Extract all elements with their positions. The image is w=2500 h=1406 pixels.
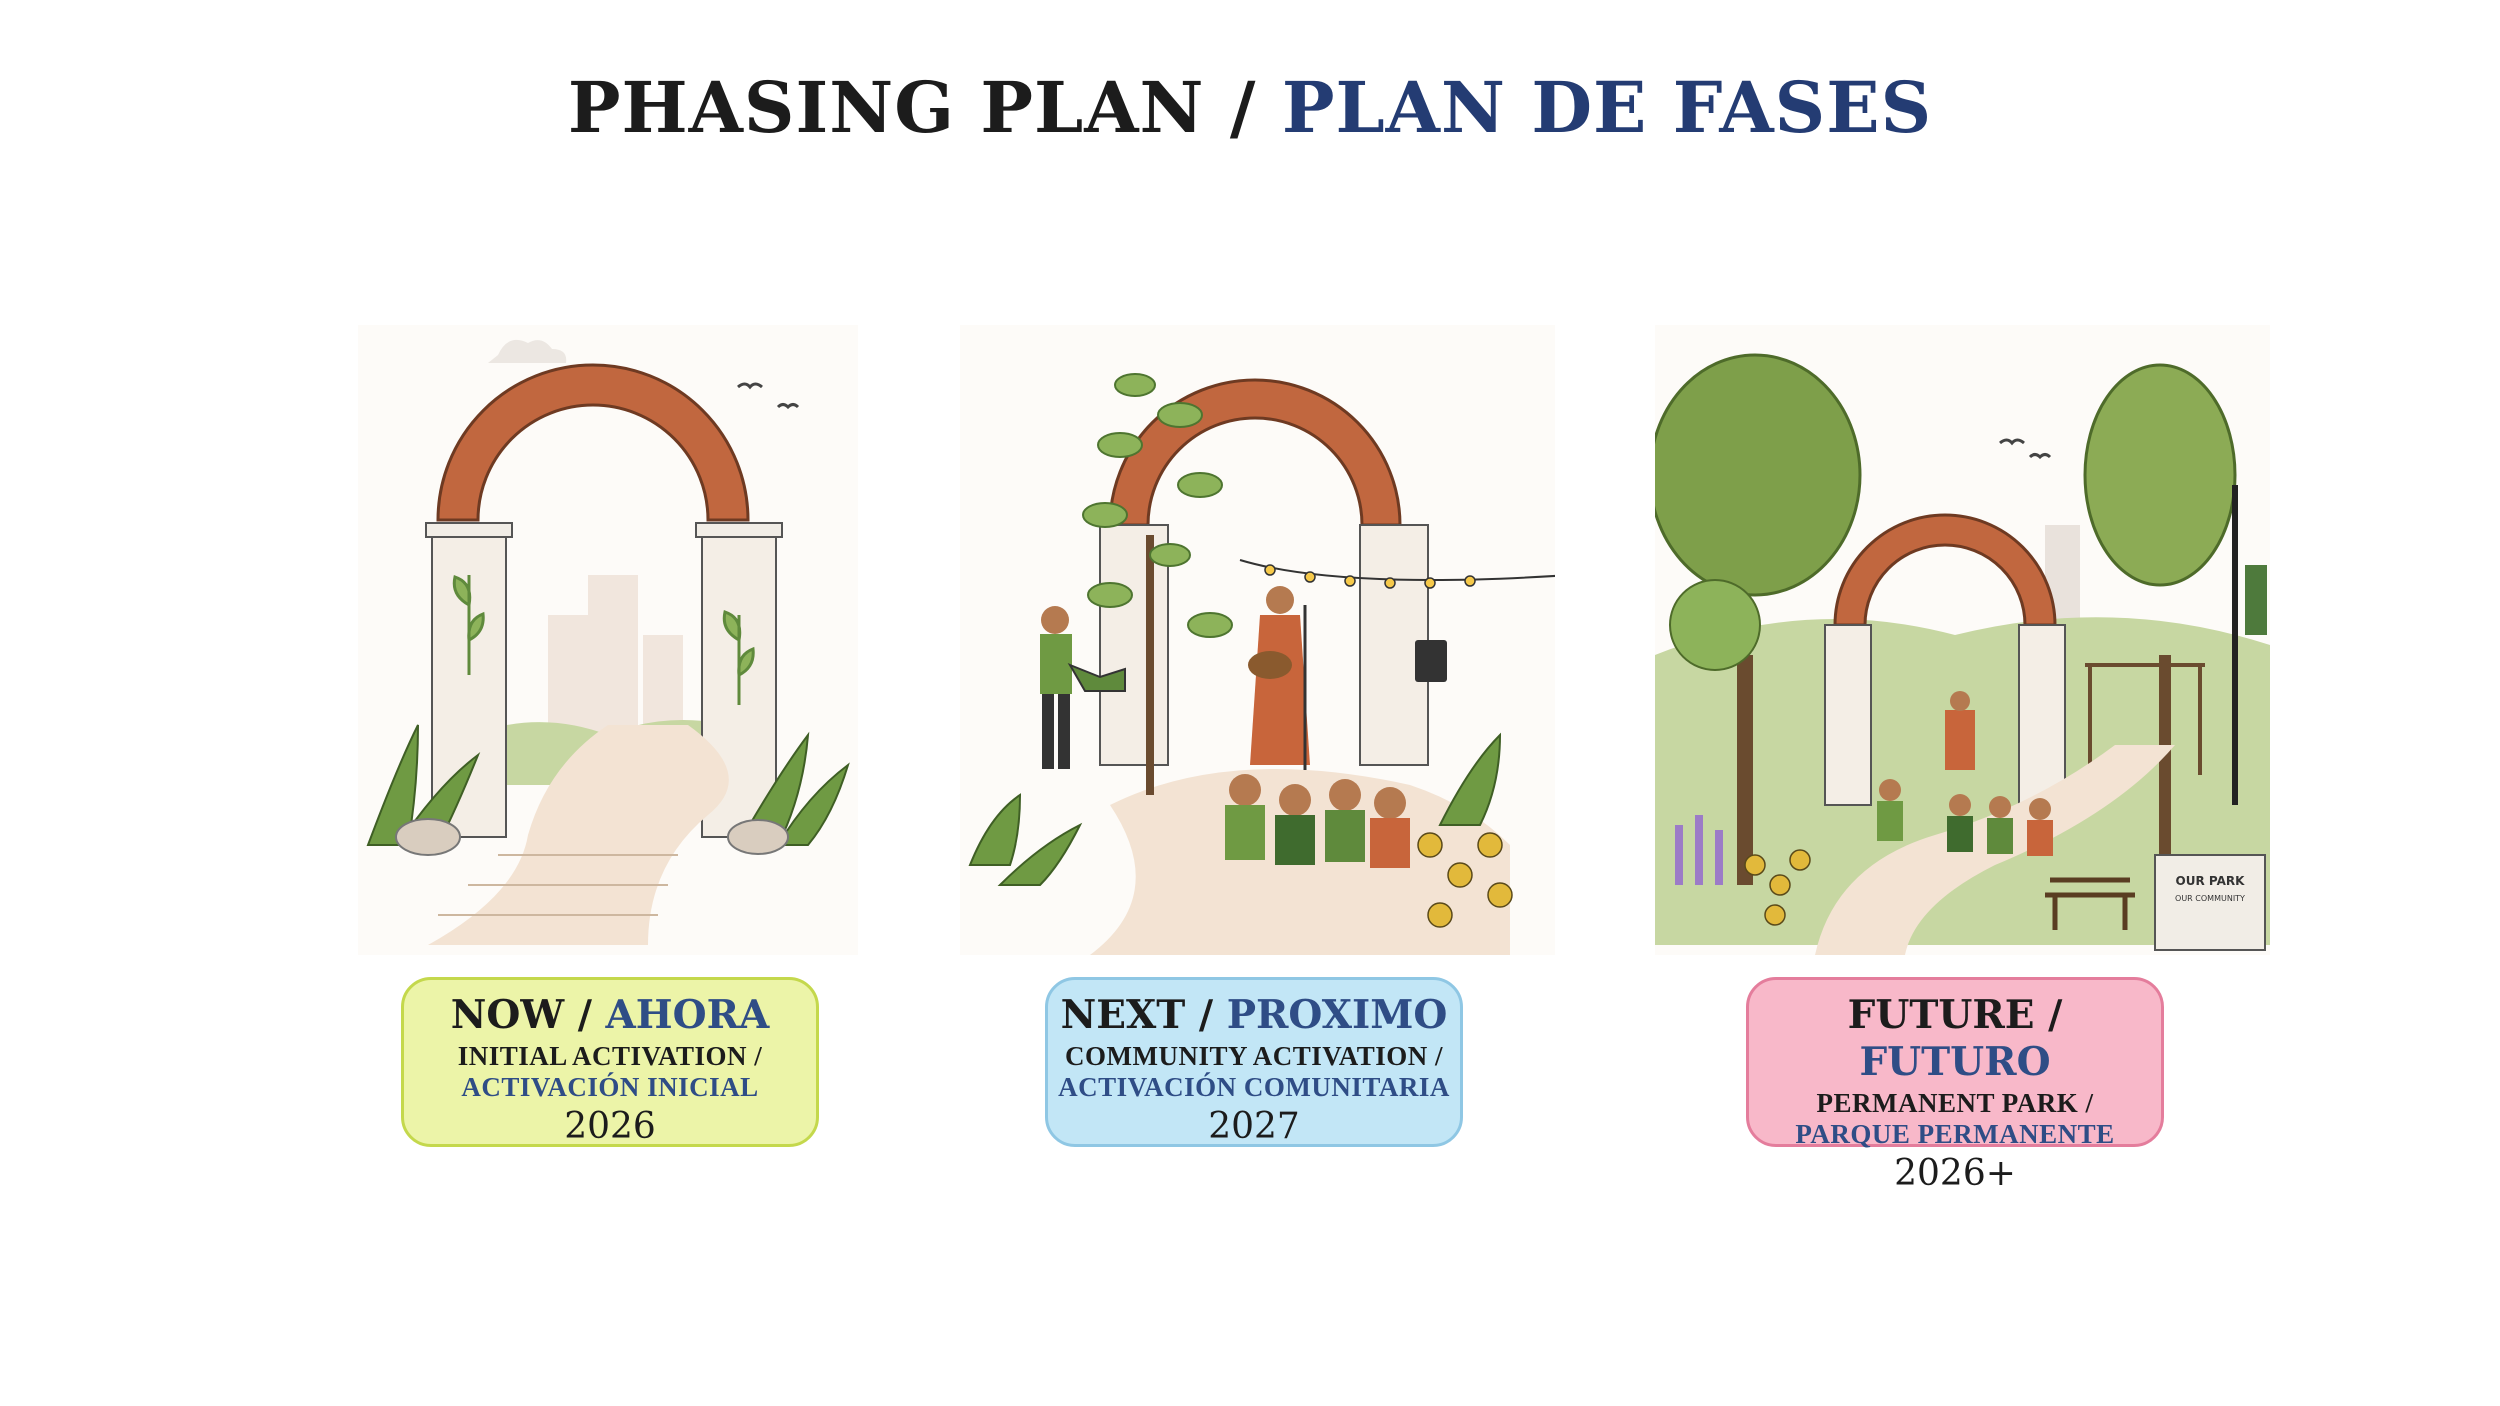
phase-card-now: NOW / AHORA INITIAL ACTIVATION / ACTIVAC… <box>401 977 819 1147</box>
phase-card-next: NEXT / PROXIMO COMMUNITY ACTIVATION / AC… <box>1045 977 1463 1147</box>
phase-desc-en: INITIAL ACTIVATION / <box>457 1040 763 1071</box>
phase-desc-es: PARQUE PERMANENTE <box>1795 1118 2115 1149</box>
phase-next-illustration <box>960 325 1555 955</box>
phase-year: 2026+ <box>1894 1152 2016 1194</box>
phase-label-en: NOW <box>450 992 565 1038</box>
phase-desc-es: ACTIVACIÓN COMUNITARIA <box>1058 1071 1450 1102</box>
park-sign: OUR PARK OUR COMMUNITY <box>2154 854 2266 951</box>
sign-line-1: OUR PARK <box>2176 874 2246 888</box>
phase-label-es: FUTURO <box>1859 1038 2051 1085</box>
title-separator: / <box>1204 66 1282 149</box>
sign-line-2: OUR COMMUNITY <box>2175 894 2245 903</box>
phase-future-illustration: OUR PARK OUR COMMUNITY <box>1655 325 2270 955</box>
phase-now-illustration <box>358 325 858 955</box>
phase-label-es: AHORA <box>605 992 770 1038</box>
phase-card-future: FUTURE / FUTURO PERMANENT PARK / PARQUE … <box>1746 977 2164 1194</box>
phase-label-en: NEXT <box>1060 992 1186 1038</box>
page-title: PHASING PLAN / PLAN DE FASES <box>0 66 2500 150</box>
gardener <box>1040 606 1126 769</box>
phase-label: NOW / AHORA <box>450 992 770 1038</box>
phase-year: 2027 <box>1208 1105 1300 1147</box>
phase-desc-en: COMMUNITY ACTIVATION / <box>1064 1040 1444 1071</box>
phase-label-es: PROXIMO <box>1226 992 1448 1038</box>
title-english: PHASING PLAN <box>567 66 1205 149</box>
phase-desc-en: PERMANENT PARK / <box>1816 1087 2094 1118</box>
phase-label: FUTURE / FUTURO <box>1847 992 2063 1085</box>
phase-desc-es: ACTIVACIÓN INICIAL <box>461 1071 759 1102</box>
title-spanish: PLAN DE FASES <box>1281 66 1933 149</box>
musician <box>1248 586 1310 770</box>
phase-label-en: FUTURE <box>1847 992 2035 1038</box>
phase-year: 2026 <box>564 1105 656 1147</box>
phase-label: NEXT / PROXIMO <box>1060 992 1448 1038</box>
